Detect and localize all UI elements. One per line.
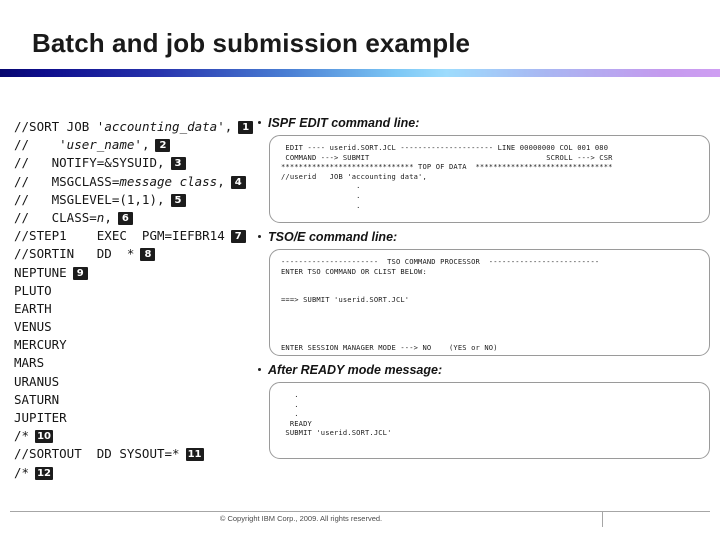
jcl-line-text-tail: , — [217, 173, 225, 189]
jcl-line-text: //SORTOUT DD SYSOUT=* — [14, 446, 180, 462]
jcl-line: //SORTIN DD * 8 — [14, 245, 254, 263]
jcl-line: EARTH — [14, 300, 254, 318]
ready-mode-panel: . . . READY SUBMIT 'userid.SORT.JCL' — [269, 382, 710, 459]
callout-badge-10: 10 — [35, 430, 53, 444]
jcl-line-text: MARS — [14, 355, 45, 371]
jcl-line-text: // MSGLEVEL=(1,1), — [14, 191, 165, 207]
examples-column: ISPF EDIT command line: EDIT ---- userid… — [258, 116, 710, 466]
footer-divider-tick — [602, 511, 603, 527]
jcl-line: // MSGLEVEL=(1,1), 5 — [14, 191, 254, 209]
callout-badge-6: 6 — [117, 211, 133, 225]
jcl-line-text: /* — [14, 464, 30, 480]
tso-command-panel: ---------------------- TSO COMMAND PROCE… — [269, 249, 710, 356]
callout-badge-8: 8 — [140, 248, 156, 262]
terminal-text: EDIT ---- userid.SORT.JCL --------------… — [281, 143, 613, 210]
jcl-line: /* 12 — [14, 464, 254, 482]
jcl-line-text: VENUS — [14, 319, 52, 335]
example-section: TSO/E command line: ---------------------… — [258, 230, 710, 356]
copyright-notice: © Copyright IBM Corp., 2009. All rights … — [219, 514, 383, 523]
page-title: Batch and job submission example — [32, 28, 471, 58]
jcl-line-variable: n — [96, 209, 105, 225]
jcl-line: // NOTIFY=&SYSUID, 3 — [14, 154, 254, 172]
callout-badge-4: 4 — [230, 175, 246, 189]
jcl-line-text: PLUTO — [14, 282, 52, 298]
jcl-line-text: // MSGCLASS= — [14, 173, 120, 189]
jcl-line: //STEP1 EXEC PGM=IEFBR14 7 — [14, 227, 254, 245]
jcl-line-variable: 'user_name' — [59, 137, 142, 153]
jcl-line-text: EARTH — [14, 300, 52, 316]
jcl-line-variable: 'accounting_data' — [96, 119, 225, 134]
jcl-line-text: // NOTIFY=&SYSUID, — [14, 155, 165, 171]
jcl-line: JUPITER — [14, 409, 254, 427]
jcl-line: MERCURY — [14, 336, 254, 354]
bullet-icon — [258, 368, 261, 371]
ispf-edit-panel: EDIT ---- userid.SORT.JCL --------------… — [269, 135, 710, 223]
section-title: ISPF EDIT command line: — [268, 116, 420, 130]
section-heading: After READY mode message: — [258, 363, 710, 377]
jcl-code-block: //SORT JOB 'accounting_data', 1 // 'user_n… — [14, 118, 254, 482]
bullet-icon — [258, 121, 261, 124]
jcl-line: SATURN — [14, 391, 254, 409]
jcl-line: // CLASS=n, 6 — [14, 209, 254, 227]
jcl-line-variable: message class — [119, 173, 218, 189]
jcl-line-text-tail: , — [141, 137, 150, 153]
callout-badge-3: 3 — [170, 157, 186, 171]
example-section: After READY mode message: . . . READY SU… — [258, 363, 710, 459]
callout-badge-1: 1 — [238, 121, 254, 134]
jcl-line: /* 10 — [14, 427, 254, 445]
terminal-text: . . . READY SUBMIT 'userid.SORT.JCL' — [285, 390, 392, 438]
jcl-line: NEPTUNE 9 — [14, 264, 254, 282]
section-title: TSO/E command line: — [268, 230, 398, 244]
jcl-line-text: // — [14, 137, 60, 153]
example-section: ISPF EDIT command line: EDIT ---- userid… — [258, 116, 710, 223]
jcl-line-text-tail: , — [104, 209, 112, 225]
jcl-line-text: /* — [14, 428, 30, 444]
jcl-line: //SORTOUT DD SYSOUT=* 11 — [14, 445, 254, 463]
callout-badge-2: 2 — [155, 139, 171, 153]
jcl-line: // 'user_name', 2 — [14, 136, 254, 154]
callout-badge-11: 11 — [185, 448, 204, 462]
jcl-line: PLUTO — [14, 282, 254, 300]
callout-badge-5: 5 — [170, 193, 186, 207]
jcl-line: // MSGCLASS=message class, 4 — [14, 173, 254, 191]
section-title: After READY mode message: — [268, 363, 443, 377]
jcl-line-text: SATURN — [14, 391, 60, 407]
jcl-line-text: JUPITER — [14, 410, 67, 425]
jcl-line-text: NEPTUNE — [14, 264, 67, 280]
jcl-line-text: // CLASS= — [14, 209, 97, 225]
jcl-line-text: //SORT JOB — [14, 119, 97, 134]
jcl-line-text: //SORTIN DD * — [14, 246, 135, 262]
jcl-line: MARS — [14, 354, 254, 372]
callout-badge-9: 9 — [72, 266, 88, 280]
footer-divider — [10, 511, 710, 512]
jcl-line-text: //STEP1 EXEC PGM=IEFBR14 — [14, 228, 225, 244]
bullet-icon — [258, 235, 261, 238]
title-gradient-divider — [0, 69, 720, 77]
section-heading: TSO/E command line: — [258, 230, 710, 244]
jcl-line: URANUS — [14, 373, 254, 391]
terminal-text: ---------------------- TSO COMMAND PROCE… — [281, 257, 600, 353]
callout-badge-7: 7 — [230, 230, 246, 244]
jcl-line-text: URANUS — [14, 373, 60, 389]
callout-badge-12: 12 — [35, 466, 53, 480]
jcl-line-text: MERCURY — [14, 337, 67, 353]
jcl-line: VENUS — [14, 318, 254, 336]
jcl-line-text-tail: , — [224, 119, 233, 134]
section-heading: ISPF EDIT command line: — [258, 116, 710, 130]
jcl-line: //SORT JOB 'accounting_data', 1 — [14, 118, 254, 136]
